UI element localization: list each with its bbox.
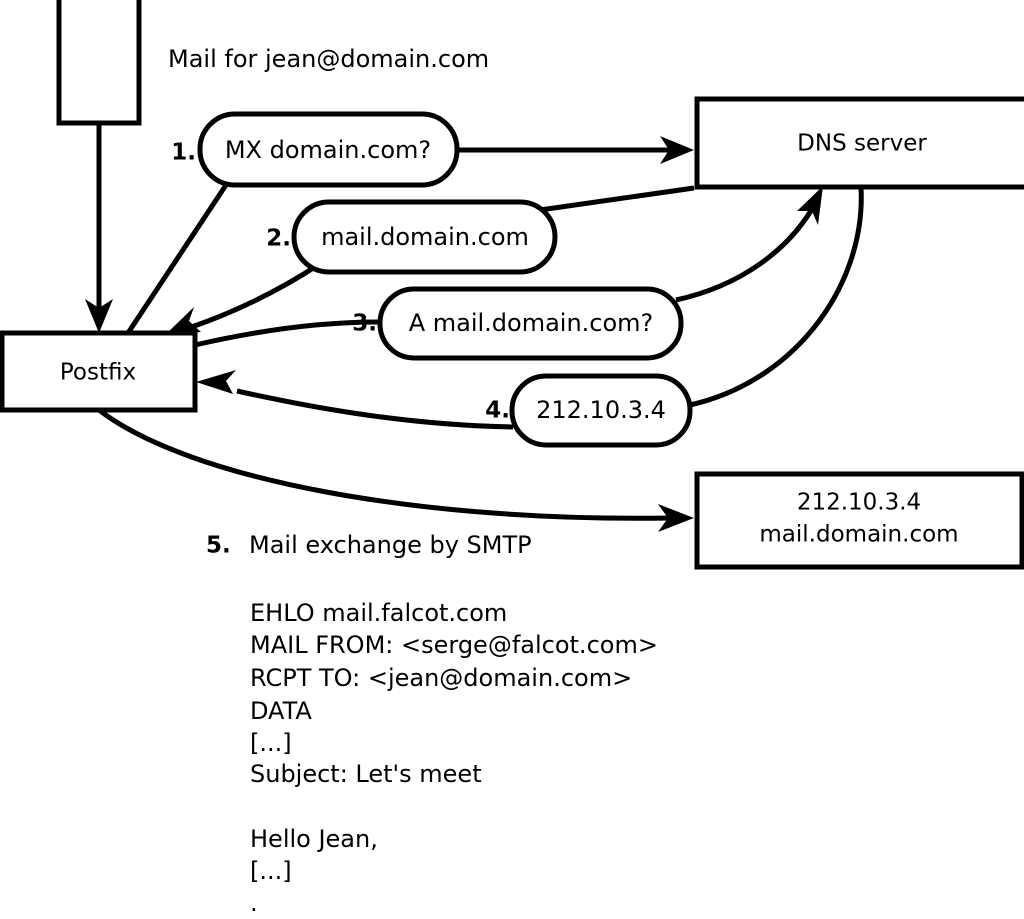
node-target-mailserver: 212.10.3.4 mail.domain.com xyxy=(694,471,1024,570)
caption-mail-for: Mail for jean@domain.com xyxy=(168,45,489,73)
smtp-transcript-line-9: . xyxy=(250,889,258,917)
edge-step3-to-dns xyxy=(675,186,823,303)
edge-postfix-to-mailserver xyxy=(97,408,694,532)
step-number-1: 1. xyxy=(171,140,196,166)
edge-sender-to-postfix xyxy=(85,123,113,333)
smtp-transcript-line-2: RCPT TO: <jean@domain.com> xyxy=(250,664,632,692)
bubble-step-2: mail.domain.com xyxy=(291,199,558,275)
step-number-3: 3. xyxy=(352,311,377,337)
step-number-2: 2. xyxy=(266,226,291,252)
edge-postfix-to-step3 xyxy=(194,319,379,348)
bubble-step-2-label: mail.domain.com xyxy=(321,223,529,251)
node-sender-host xyxy=(56,0,142,126)
edge-step4-to-postfix xyxy=(196,370,514,430)
edge-step2-to-postfix xyxy=(165,262,320,335)
step-number-4: 4. xyxy=(485,398,510,424)
smtp-transcript-line-4: [...] xyxy=(250,729,292,757)
smtp-transcript-line-0: EHLO mail.falcot.com xyxy=(250,599,507,627)
smtp-transcript-line-3: DATA xyxy=(250,697,312,725)
node-postfix: Postfix xyxy=(0,330,198,413)
smtp-transcript-line-8: [...] xyxy=(250,857,292,885)
bubble-step-4: 212.10.3.4 xyxy=(509,373,693,448)
edge-step1-to-postfix xyxy=(125,183,229,335)
edge-step1-to-dns xyxy=(458,136,694,164)
bubble-step-3-label: A mail.domain.com? xyxy=(409,309,654,337)
node-target-mailserver-ip: 212.10.3.4 xyxy=(797,490,921,516)
bubble-step-4-label: 212.10.3.4 xyxy=(536,396,666,424)
bubble-step-1-label: MX domain.com? xyxy=(225,136,431,164)
node-dns-server-label: DNS server xyxy=(797,131,927,157)
edge-dns-to-step2 xyxy=(539,185,695,213)
smtp-transcript-line-5: Subject: Let's meet xyxy=(250,760,482,788)
bubble-step-1: MX domain.com? xyxy=(197,111,460,188)
node-target-mailserver-host: mail.domain.com xyxy=(759,522,958,548)
smtp-transcript-line-7: Hello Jean, xyxy=(250,825,378,853)
node-dns-server: DNS server xyxy=(694,96,1024,190)
step-number-5: 5. xyxy=(206,533,231,559)
smtp-transcript-line-1: MAIL FROM: <serge@falcot.com> xyxy=(250,631,658,659)
edge-dns-to-step4 xyxy=(689,187,864,408)
bubble-step-3: A mail.domain.com? xyxy=(377,286,684,361)
step-5-label: Mail exchange by SMTP xyxy=(249,531,532,559)
node-postfix-label: Postfix xyxy=(60,360,136,386)
